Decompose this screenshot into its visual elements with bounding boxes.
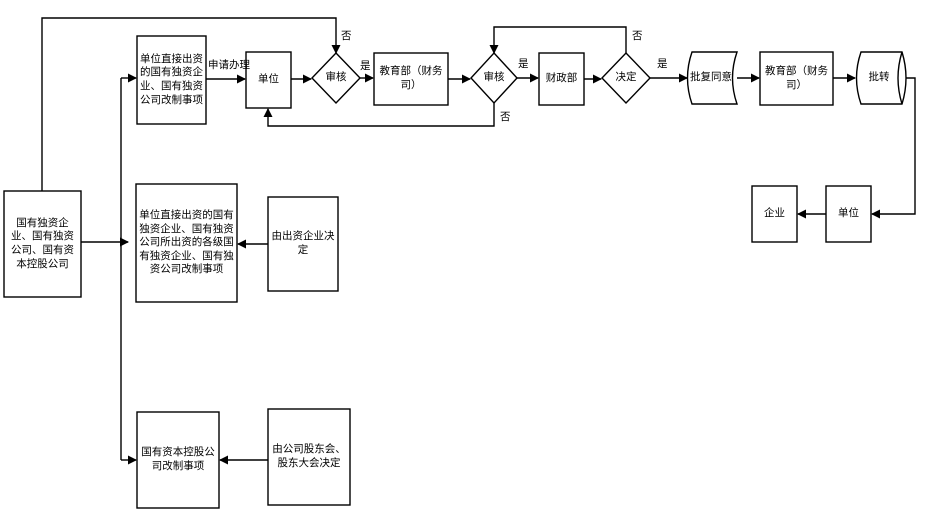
review2-node: 审核 <box>483 71 505 84</box>
decide-diamond <box>601 51 651 105</box>
case3-decider-box <box>267 408 351 506</box>
enterprise-node: 企业 <box>764 207 785 220</box>
edge-label-no1: 否 <box>341 30 352 42</box>
case1-box <box>136 35 207 125</box>
edge-label-apply: 申请办理 <box>208 59 250 71</box>
approve-node: 批复同意 <box>690 71 732 84</box>
case3-decider-node: 由公司股东会、股东大会决定 <box>272 443 346 469</box>
decide-node: 决定 <box>615 71 637 84</box>
edge-label-yes2: 是 <box>518 58 529 70</box>
case1-node: 单位直接出资的国有独资企业、国有独资公司改制事项 <box>140 52 203 106</box>
edu1-node: 教育部（财务司） <box>379 65 443 91</box>
case2-decider-node: 由出资企业决定 <box>271 230 335 256</box>
unit2-node: 单位 <box>838 207 859 220</box>
edge-label-yes3: 是 <box>657 58 668 70</box>
unit1-node: 单位 <box>258 73 279 86</box>
review1-node: 审核 <box>325 71 347 84</box>
edu2-node: 教育部（财务司） <box>765 64 828 91</box>
case3-node: 国有资本控股公司改制事项 <box>141 446 215 472</box>
review1-diamond <box>311 51 361 105</box>
edge-label-yes1: 是 <box>360 60 371 72</box>
case2-node: 单位直接出资的国有独资企业、国有独资公司所出资的各级国有独资企业、国有独资公司改… <box>139 208 234 276</box>
start-node: 国有独资企业、国有独资公司、国有资本控股公司 <box>11 216 74 270</box>
edge-label-no3: 否 <box>632 30 643 42</box>
finance-node: 财政部 <box>545 72 578 85</box>
approve-shape <box>686 51 738 105</box>
forward-node: 批转 <box>868 71 890 84</box>
edge-label-no2: 否 <box>500 111 511 123</box>
